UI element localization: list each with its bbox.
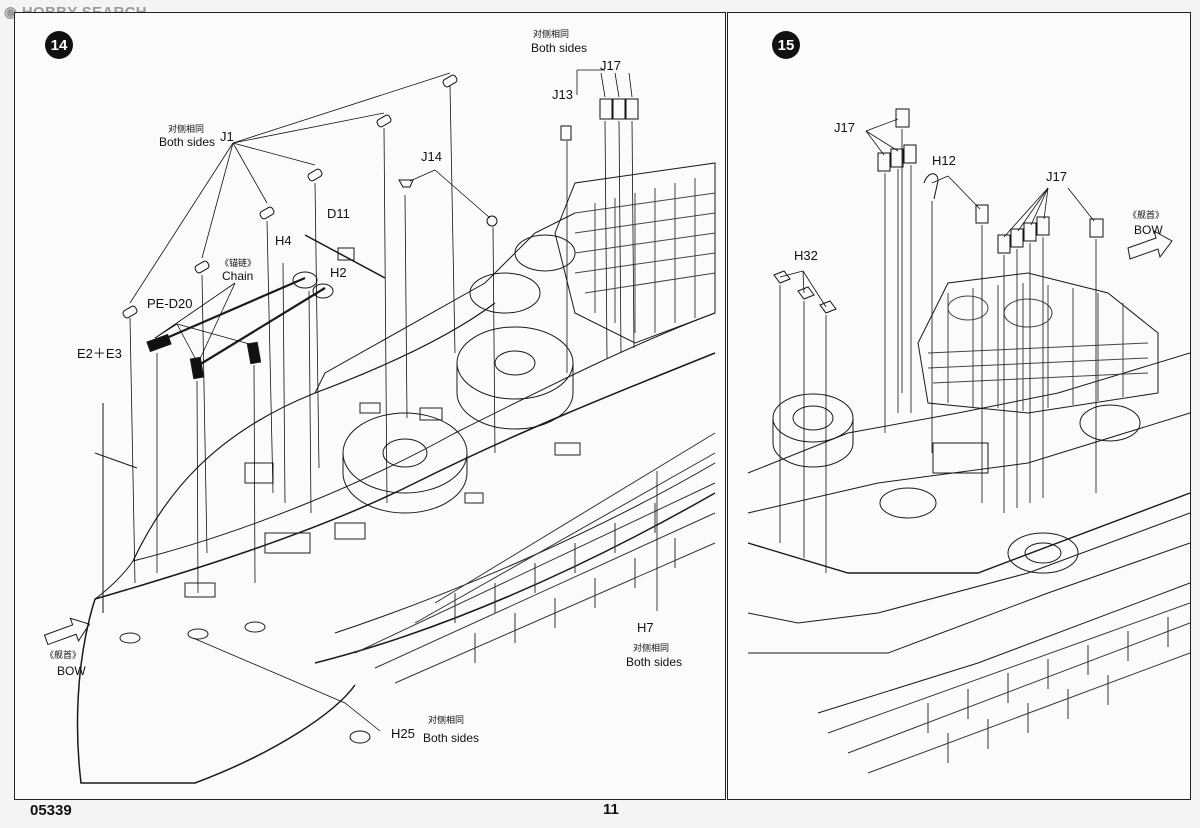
chain-en: Chain (222, 269, 254, 283)
h7-both-sides-cn: 对侧相同 (633, 643, 670, 653)
label-j17: J17 (600, 58, 621, 73)
bow-en-right: BOW (1134, 223, 1163, 237)
label-j14: J14 (421, 149, 442, 164)
chain-cn: 《锚链》 (220, 258, 257, 268)
bow-cn-right: 《舰首》 (1128, 210, 1165, 220)
bow-en-left: BOW (57, 664, 86, 678)
j13-both-sides-cn: 对侧相同 (533, 29, 570, 39)
step-14-badge: 14 (45, 31, 73, 59)
h7-both-sides-en: Both sides (626, 655, 683, 669)
j1-both-sides-en: Both sides (159, 135, 216, 149)
page-number: 11 (603, 801, 619, 818)
h25-both-sides-en: Both sides (423, 731, 480, 745)
label-h32: H32 (794, 248, 818, 263)
step-14-assembly-drawing (43, 69, 716, 784)
label-h2: H2 (330, 265, 347, 280)
label-pe-d20: PE-D20 (147, 296, 193, 311)
label-h12: H12 (932, 153, 956, 168)
label-j13: J13 (552, 87, 573, 102)
label-e2-e3: E2＋E3 (77, 346, 122, 361)
label-d11: D11 (327, 206, 350, 221)
label-h4: H4 (275, 233, 292, 248)
bow-cn-left: 《舰首》 (45, 650, 82, 660)
label-j17-a: J17 (834, 120, 855, 135)
label-j1: J1 (220, 129, 234, 144)
step-14-panel: 14 (14, 12, 726, 800)
product-code: 05339 (30, 802, 72, 819)
label-h7: H7 (637, 620, 654, 635)
label-h25: H25 (391, 726, 415, 741)
step-15-assembly-drawing (747, 108, 1190, 774)
step-15-badge: 15 (772, 31, 800, 59)
j13-both-sides-en: Both sides (531, 41, 588, 55)
hobby-search-logo-icon: ◉ (4, 4, 18, 21)
step-15-panel: 15 (727, 12, 1191, 800)
label-j17-b: J17 (1046, 169, 1067, 184)
j1-both-sides-cn: 对侧相同 (168, 124, 205, 134)
h25-both-sides-cn: 对侧相同 (428, 715, 465, 725)
